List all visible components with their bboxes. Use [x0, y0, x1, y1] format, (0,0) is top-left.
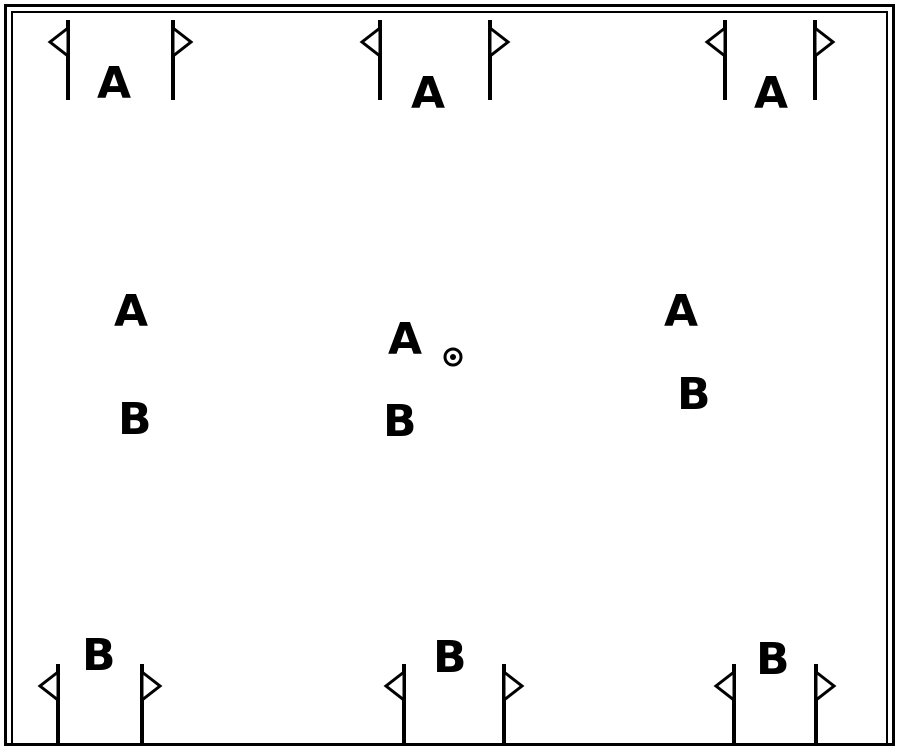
flag-bottom-right-outer-icon [713, 664, 736, 744]
flag-top-right-outer-icon [704, 20, 727, 100]
flag-top-left-outer-icon [47, 20, 70, 100]
label-mid-a-right: A [664, 286, 699, 337]
label-mid-a-left: A [114, 286, 149, 337]
label-top-a-right: A [754, 68, 789, 119]
field-outer-boundary [4, 4, 895, 746]
flag-bottom-left-inner-icon [140, 664, 163, 744]
label-bottom-b-right: B [756, 634, 790, 685]
flag-bottom-left-outer-icon [37, 664, 60, 744]
flag-top-right-inner-icon [813, 20, 836, 100]
field-inner-boundary [11, 11, 888, 744]
label-top-a-left: A [97, 58, 132, 109]
label-mid-b-left: B [118, 394, 152, 445]
flag-bottom-mid-inner-icon [502, 664, 525, 744]
label-mid-b-right: B [677, 369, 711, 420]
flag-top-left-inner-icon [171, 20, 194, 100]
flag-bottom-right-inner-icon [814, 664, 837, 744]
label-mid-a-center: A [388, 314, 423, 365]
label-bottom-b-mid: B [433, 632, 467, 683]
label-bottom-b-left: B [82, 630, 116, 681]
label-mid-b-center: B [383, 396, 417, 447]
flag-top-mid-outer-icon [359, 20, 382, 100]
center-spot-icon [443, 347, 463, 367]
flag-bottom-mid-outer-icon [383, 664, 406, 744]
label-top-a-mid: A [411, 68, 446, 119]
flag-top-mid-inner-icon [488, 20, 511, 100]
